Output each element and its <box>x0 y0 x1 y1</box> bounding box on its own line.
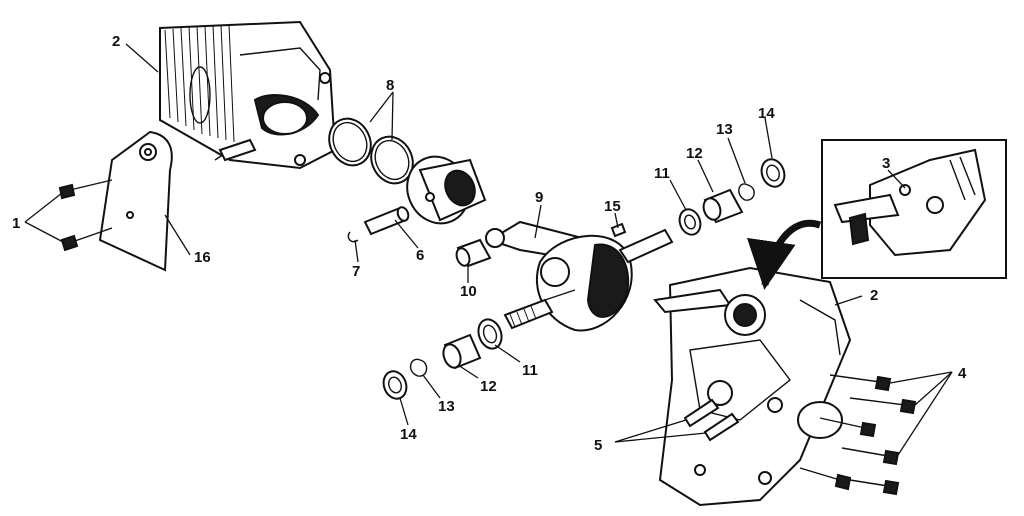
screws-part-1 <box>58 179 113 252</box>
callout-8: 8 <box>386 77 394 94</box>
crankshaft-part <box>485 220 674 332</box>
callout-1: 1 <box>12 215 20 232</box>
piston-pin-part <box>363 206 410 236</box>
callout-5: 5 <box>594 437 602 454</box>
studs-part-5 <box>683 398 740 442</box>
callout-3: 3 <box>882 155 890 172</box>
callout-12-lower: 12 <box>480 378 497 395</box>
upper-bearing-stack <box>678 158 786 236</box>
callout-12-upper: 12 <box>686 145 703 162</box>
shroud-part <box>98 130 173 272</box>
woodruff-key-part <box>610 222 627 238</box>
callout-16: 16 <box>194 249 211 266</box>
callout-14-upper: 14 <box>758 105 775 122</box>
retaining-clip-part <box>347 231 359 243</box>
lower-bearing-stack <box>382 318 503 400</box>
piston-rings-part <box>328 117 414 185</box>
cylinder-part <box>159 20 337 170</box>
needle-bearing-part <box>455 238 492 268</box>
piston-part <box>406 155 487 225</box>
leader-lines <box>24 43 953 456</box>
crankcase-part <box>653 266 852 507</box>
crankcase-screws-part-4 <box>799 374 917 496</box>
callout-13-upper: 13 <box>716 121 733 138</box>
callout-6: 6 <box>416 247 424 264</box>
callout-9: 9 <box>535 189 543 206</box>
inset-pointer-arrow <box>747 219 822 290</box>
callout-7: 7 <box>352 263 360 280</box>
inset-detail-box <box>821 139 1007 279</box>
callout-15: 15 <box>604 198 621 215</box>
callout-14-lower: 14 <box>400 426 417 443</box>
callout-4: 4 <box>958 365 967 382</box>
callout-11-lower: 11 <box>522 362 538 379</box>
callout-13-lower: 13 <box>438 398 455 415</box>
callout-10: 10 <box>460 283 477 300</box>
callout-2-cylinder: 2 <box>112 33 120 50</box>
callout-11-upper: 11 <box>654 165 670 182</box>
callout-2-crankcase: 2 <box>870 287 878 304</box>
